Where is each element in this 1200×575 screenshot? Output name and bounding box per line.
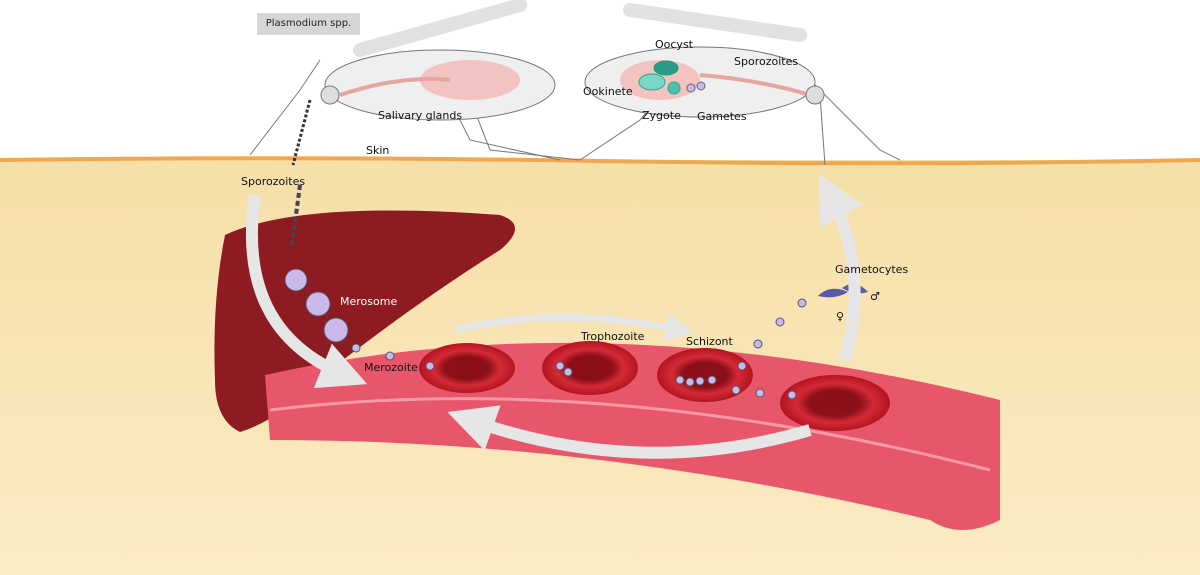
- label-oocyst: Oocyst: [655, 38, 694, 51]
- species-tag: Plasmodium spp.: [257, 13, 360, 35]
- arrow-to-blood: [246, 194, 368, 389]
- arrow-top: [454, 313, 694, 341]
- rbc-gametocyte: [780, 375, 890, 431]
- label-trophozoite: Trophozoite: [580, 330, 645, 343]
- cycle-arrows: [246, 173, 863, 459]
- label-merosome: Merosome: [340, 295, 397, 308]
- rbc-trophozoite: [542, 341, 638, 395]
- label-skin: Skin: [366, 144, 389, 157]
- female-symbol: ♀: [836, 310, 844, 323]
- mosquito-left: [249, 0, 581, 166]
- parasites: [284, 184, 807, 400]
- label-sporozoites-mosquito: Sporozoites: [734, 55, 798, 68]
- rbc-schizont: [657, 348, 753, 402]
- zygote-shape: [667, 81, 681, 95]
- skin-line: [0, 156, 1200, 166]
- label-salivary-glands: Salivary glands: [378, 109, 462, 122]
- label-merozoite: Merozoite: [364, 361, 418, 374]
- label-gametocytes: Gametocytes: [835, 263, 908, 276]
- arrow-to-mosquito: [818, 173, 863, 362]
- rbc: [419, 343, 515, 393]
- oocyst-shape: [653, 60, 679, 76]
- mosquito-right: [579, 3, 901, 166]
- label-zygote: Zygote: [642, 109, 681, 122]
- ookinete-shape: [638, 73, 666, 91]
- red-blood-cells: [419, 341, 890, 431]
- label-sporozoites-skin: Sporozoites: [241, 175, 305, 188]
- male-symbol: ♂: [870, 290, 880, 303]
- label-gametes: Gametes: [697, 110, 747, 123]
- label-ookinete: Ookinete: [583, 85, 633, 98]
- label-schizont: Schizont: [686, 335, 734, 348]
- arrow-bottom: [447, 405, 812, 459]
